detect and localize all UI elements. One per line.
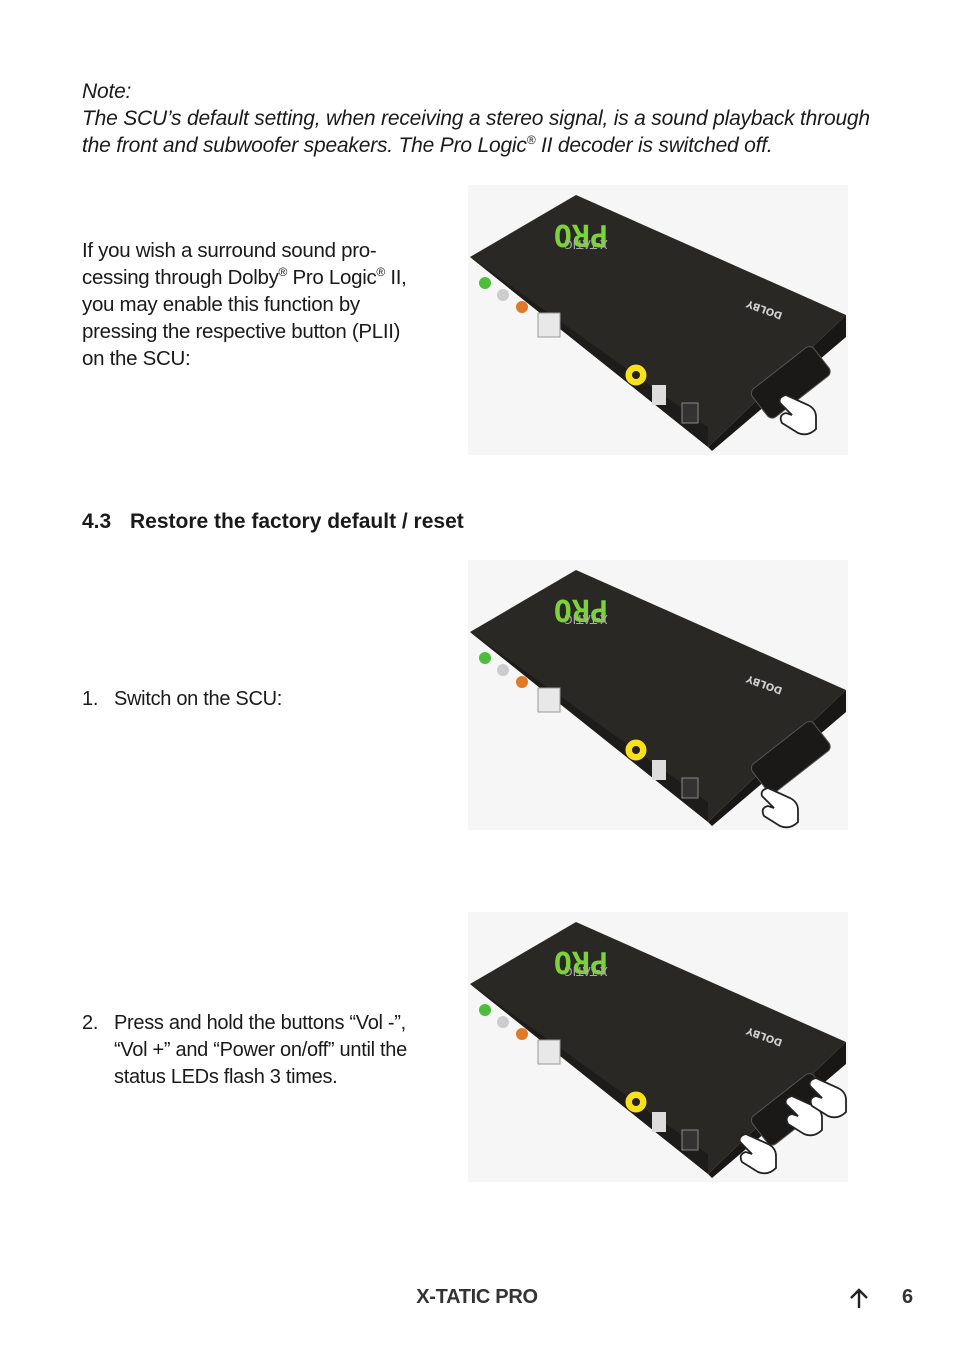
step-1: 1. Switch on the SCU:: [82, 686, 424, 713]
brand-logo: PRO: [554, 592, 608, 627]
scu-device-image-2: PRO X-TATIC DOLBY: [468, 560, 848, 830]
step-text: Switch on the SCU:: [114, 688, 283, 710]
note: Note: The SCU’s default setting, when re…: [82, 78, 882, 159]
brand-logo: PRO: [554, 217, 608, 252]
hand-pointer-icon: [738, 1133, 777, 1175]
section-title: Restore the factory default / reset: [130, 510, 464, 533]
step-2: 2. Press and hold the buttons “Vol -”, “…: [82, 1010, 424, 1091]
brand-logo: PRO: [554, 944, 608, 979]
step-number: 2.: [82, 1012, 99, 1034]
arrow-up-icon[interactable]: [846, 1286, 872, 1312]
hand-pointer-icon: [808, 1077, 847, 1119]
brand-subtitle: X-TATIC: [564, 612, 608, 626]
page-number: 6: [902, 1286, 914, 1308]
brand-subtitle: X-TATIC: [564, 237, 608, 251]
scu-device-image-1: PRO X-TATIC DOLBY: [468, 185, 848, 455]
section-heading: 4.3 Restore the factory default / reset: [82, 510, 464, 534]
note-line-1: The SCU’s default setting, when receivin…: [82, 107, 870, 130]
note-line-2: the front and subwoofer speakers. The Pr…: [82, 133, 773, 157]
intro-paragraph: If you wish a surround sound pro-cessing…: [82, 239, 407, 370]
step-number: 1.: [82, 688, 99, 710]
step-text: Press and hold the buttons “Vol -”, “Vol…: [114, 1012, 407, 1088]
note-heading: Note:: [82, 80, 132, 103]
hand-pointer-icon: [778, 394, 817, 436]
brand-subtitle: X-TATIC: [564, 964, 608, 978]
hand-pointer-icon: [760, 787, 799, 829]
section-number: 4.3: [82, 510, 112, 533]
footer-title: X-TATIC PRO: [416, 1286, 538, 1308]
scu-device-image-3: PRO X-TATIC DOLBY: [468, 912, 848, 1182]
